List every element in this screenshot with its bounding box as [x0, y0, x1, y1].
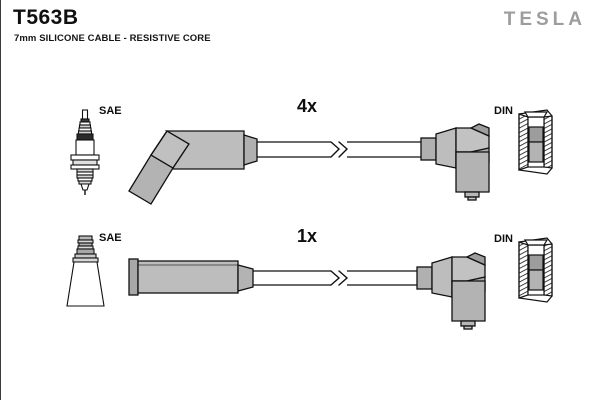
- distributor-socket-icon-row-2: [518, 237, 553, 303]
- distributor-socket-icon-row-1: [518, 109, 553, 175]
- coil-terminal-icon: [66, 235, 105, 307]
- cable-break-symbol-row-2: [330, 270, 349, 286]
- part-description: 7mm SILICONE CABLE - RESISTIVE CORE: [14, 33, 211, 44]
- tesla-brand-logo: TESLA: [503, 9, 586, 30]
- spark-plug-icon: [70, 109, 100, 195]
- cable-break-symbol-row-1: [330, 141, 349, 158]
- sae-terminal-label-row-2: SAE: [99, 232, 122, 244]
- right-angle-boot-row-1: [420, 123, 490, 201]
- quantity-label-row-1: 4x: [297, 96, 318, 116]
- cable-row-1: [257, 141, 421, 158]
- quantity-label-row-2: 1x: [297, 226, 318, 246]
- din-terminal-label-row-2: DIN: [494, 233, 513, 245]
- cable-row-2: [253, 270, 417, 286]
- din-terminal-label-row-1: DIN: [494, 105, 513, 117]
- sae-terminal-label-row-1: SAE: [99, 105, 122, 117]
- angled-boot-row-1: [128, 130, 258, 205]
- straight-boot-row-2: [128, 258, 254, 296]
- page-title: T563B: [13, 6, 79, 29]
- right-angle-boot-row-2: [416, 252, 486, 330]
